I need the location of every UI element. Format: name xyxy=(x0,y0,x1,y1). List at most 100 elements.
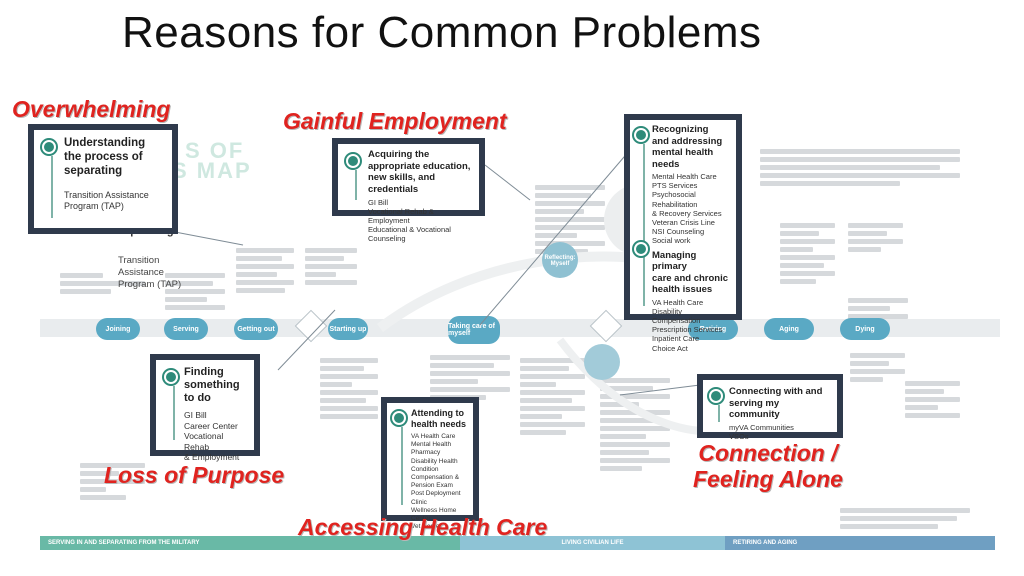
callout-title-line: needs xyxy=(652,158,680,170)
milestone-dot-icon xyxy=(634,128,648,142)
faint-text-block xyxy=(760,146,960,189)
callout-title-line: new skills, and credentials xyxy=(368,172,436,195)
callout-title-line: to do xyxy=(184,392,211,404)
bottom-bar-living: LIVING CIVILIAN LIFE xyxy=(460,536,725,550)
callout-item: Psychosocial Rehabilitation xyxy=(652,190,698,209)
label-overwhelming: Overwhelming xyxy=(12,96,171,122)
callout-items: VA Health Care Disability Compensation P… xyxy=(652,298,730,353)
milestone-line xyxy=(51,156,53,218)
callout-title: Finding something to do xyxy=(184,366,248,405)
callout-item: Social work xyxy=(652,236,691,246)
callout-item: Veteran Crisis Line xyxy=(652,218,715,228)
callout-item: NSI Counseling xyxy=(652,227,705,237)
callout-item: PTS Services xyxy=(652,181,698,191)
callout-items: GI Bill Vocational Rehab & Employment Ed… xyxy=(368,198,471,243)
callout-title: Recognizing and addressing mental health… xyxy=(652,124,730,170)
faint-text-block xyxy=(80,460,145,503)
faint-text-block xyxy=(848,220,903,255)
callout-items: VA Health Care Mental Health Pharmacy Di… xyxy=(411,433,469,531)
stage-pill: Getting out xyxy=(234,318,278,340)
callout-title-line: serving my community xyxy=(729,397,780,421)
callout-title-line: Recognizing xyxy=(652,124,709,135)
faint-text-block xyxy=(780,220,835,287)
callout-title: Managing primary care and chronic health… xyxy=(652,250,730,296)
callout-title: Connecting with and serving my community xyxy=(729,386,831,421)
callout-item: GI Bill xyxy=(368,198,389,207)
milestone-line xyxy=(401,427,403,505)
callout-item: Mental Health Care xyxy=(652,172,717,181)
milestone-dot-icon xyxy=(634,242,648,256)
stage-pill: Joining xyxy=(96,318,140,340)
callout-item: Career Center xyxy=(184,420,238,431)
bg-checkpoint-label: Reflecting: Myself xyxy=(544,255,576,267)
callout-item: GI Bill xyxy=(184,410,207,420)
bottom-bar-serving: SERVING IN AND SEPARATING FROM THE MILIT… xyxy=(40,536,460,550)
callout-item: Condition xyxy=(411,465,439,473)
bg-tap-text: Transition Assistance Program (TAP) xyxy=(118,255,202,291)
callout-title-line: separating xyxy=(64,165,123,177)
callout-item: Pharmacy xyxy=(411,449,441,457)
callout-item: Choice Act xyxy=(652,343,688,353)
faint-text-block xyxy=(520,355,585,438)
callout-acquiring: Acquiring the appropriate education, new… xyxy=(332,138,485,243)
callout-item: Vocational Rehab & Employment xyxy=(368,207,434,225)
callout-health: Recognizing and addressing mental health… xyxy=(624,114,742,353)
bottom-bar-retiring: RETIRING AND AGING xyxy=(725,536,995,550)
callout-title: Acquiring the appropriate education, new… xyxy=(368,149,471,195)
milestone-line xyxy=(173,386,175,440)
stage-pill: Starting up xyxy=(328,318,368,340)
callout-item: Compensation & xyxy=(411,474,460,482)
callout-title: Attending to health needs xyxy=(411,408,469,430)
stage-pill: Aging xyxy=(764,318,814,340)
milestone-dot-icon xyxy=(42,140,56,154)
faint-text-block xyxy=(320,355,378,422)
label-accessing-health-care: Accessing Health Care xyxy=(298,514,548,540)
bg-tap-line: Transition Assistance xyxy=(118,255,164,278)
faint-text-block xyxy=(305,245,357,288)
callout-title-line: something xyxy=(184,379,240,391)
stage-pill: Taking care of myself xyxy=(448,316,500,344)
bg-tap-line: Program (TAP) xyxy=(118,279,182,290)
callout-connecting: Connecting with and serving my community… xyxy=(697,374,843,441)
callout-title-line: health needs xyxy=(411,419,467,429)
callout-items: GI Bill Career Center Vocational Rehab &… xyxy=(184,410,248,463)
callout-title-line: appropriate education, xyxy=(368,160,471,172)
callout-item: Program (TAP) xyxy=(64,201,124,211)
callout-title-line: health issues xyxy=(652,284,713,296)
callout-title-line: care and chronic xyxy=(652,272,729,284)
callout-item: VA Health Care xyxy=(652,297,704,307)
milestone-line xyxy=(718,405,720,422)
faint-text-block xyxy=(236,245,294,296)
label-connection-line: Feeling Alone xyxy=(693,466,843,492)
milestone-dot-icon xyxy=(709,389,723,403)
callout-item: Prescription Services xyxy=(652,325,723,335)
callout-title-line: Acquiring the xyxy=(368,149,430,160)
callout-item: & Recovery Services xyxy=(652,208,722,218)
callout-understanding: Understanding the process of separating … xyxy=(28,124,178,234)
callout-item: Mental Health xyxy=(411,441,452,449)
map-title-fragment-2: S MAP xyxy=(172,158,252,183)
callout-items: myVA Communities VSOs xyxy=(729,423,831,442)
stage-pill: Serving xyxy=(164,318,208,340)
label-connection: Connection / Feeling Alone xyxy=(693,440,843,492)
callout-title-line: mental health xyxy=(652,147,714,158)
milestone-line xyxy=(643,144,645,306)
faint-text-block xyxy=(165,270,225,313)
callout-item: Pension Exam xyxy=(411,482,453,490)
callout-item: Transition Assistance xyxy=(64,190,149,200)
callout-item: Vocational Rehab xyxy=(184,431,224,452)
callout-title-line: Managing primary xyxy=(652,249,697,273)
callout-item: Wellness Home Center xyxy=(411,506,457,523)
label-connection-line: Connection / xyxy=(698,440,838,466)
stage-pill: Retiring xyxy=(688,318,738,340)
callout-attending: Attending to health needs VA Health Care… xyxy=(381,397,479,530)
callout-title-line: Connecting with and xyxy=(729,386,823,397)
callout-item: Educational & Vocational Counseling xyxy=(368,225,451,243)
callout-finding: Finding something to do GI Bill Career C… xyxy=(150,354,260,462)
milestone-line xyxy=(355,170,357,200)
faint-text-block xyxy=(840,505,970,532)
callout-title-line: Attending to xyxy=(411,408,464,418)
label-loss-of-purpose: Loss of Purpose xyxy=(104,462,285,488)
faint-text-block xyxy=(848,295,908,322)
